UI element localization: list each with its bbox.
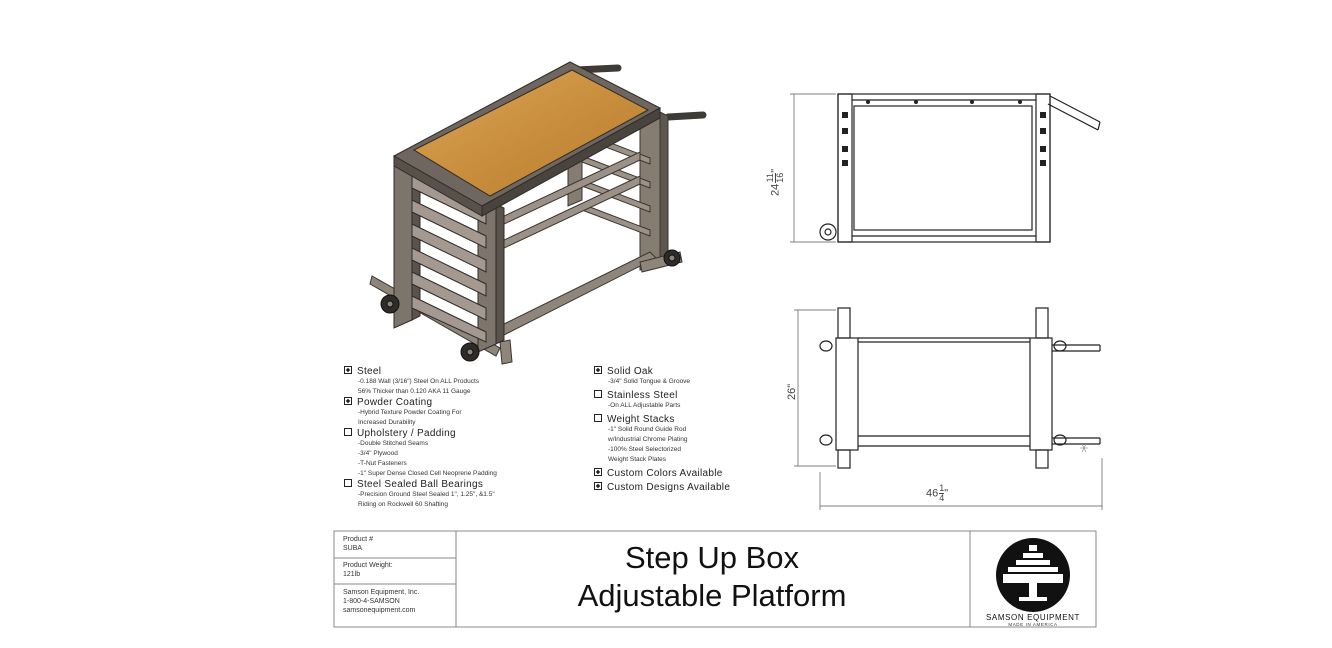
spec-bearings: Steel Sealed Ball Bearings -Precision Gr… [344,479,497,510]
drawing-title-line-1: Step Up Box [624,540,800,575]
spec-list-right: Solid Oak -3/4" Solid Tongue & Groove St… [594,366,730,493]
spec-title: Custom Designs Available [607,482,731,493]
spec-title: Solid Oak [607,366,654,377]
spec-line: -Hybrid Texture Powder Coating For [358,409,462,416]
spec-title: Stainless Steel [607,390,678,401]
logo-tagline: MADE IN AMERICA [1008,622,1058,627]
dim-whole: 46 [926,487,939,500]
wheel [380,249,681,362]
checkbox-empty-icon [594,414,602,422]
spec-title: Steel [357,366,382,377]
product-weight-label: Product Weight: [343,562,393,569]
spec-line: -3/4" Plywood [358,450,398,457]
spec-line: 56% Thicker than 0.120 AKA 11 Gauge [358,388,471,395]
check-icon [594,468,602,476]
spec-custom-designs: Custom Designs Available [594,482,730,493]
spec-line: -3/4" Solid Tongue & Groove [608,378,691,385]
spec-line: w/Industrial Chrome Plating [608,436,688,443]
check-icon [594,366,602,374]
check-icon [344,366,352,374]
spec-title: Upholstery / Padding [357,428,456,439]
product-number-cell: Product # SUBA [343,535,373,553]
spec-title: Powder Coating [357,397,433,408]
product-weight-value: 121lb [343,571,361,578]
company-cell: Samson Equipment, Inc. 1-800-4-SAMSON sa… [343,588,419,615]
spec-powder-coating: Powder Coating -Hybrid Texture Powder Co… [344,397,497,428]
spec-upholstery: Upholstery / Padding -Double Stitched Se… [344,428,497,479]
spec-line: Increased Durability [358,419,416,426]
spec-line: -1" Solid Round Guide Rod [608,426,687,433]
spec-line: -100% Steel Selectorized [608,446,681,453]
spec-line: -T-Nut Fasteners [358,460,407,467]
oak-top [412,69,650,197]
spec-solid-oak: Solid Oak -3/4" Solid Tongue & Groove [594,366,730,387]
spec-title: Custom Colors Available [607,468,723,479]
spec-stainless-steel: Stainless Steel -On ALL Adjustable Parts [594,390,730,411]
spec-line: Riding on Rockwell 60 Shafting [358,501,448,508]
product-weight-cell: Product Weight: 121lb [343,561,393,579]
checkbox-empty-icon [344,479,352,487]
dim-denominator: 4 [939,493,945,503]
spec-title: Steel Sealed Ball Bearings [357,479,484,490]
right-side-slots [499,131,651,251]
spec-line: -Precision Ground Steel Sealed 1", 1.25"… [358,491,495,498]
checkbox-empty-icon [344,428,352,436]
spec-weight-stacks: Weight Stacks -1" Solid Round Guide Rod … [594,414,730,465]
left-side-slats [411,175,487,343]
dim-numerator: 1 [939,483,945,494]
spec-steel: Steel -0.188 Wall (3/16") Steel On ALL P… [344,366,497,397]
product-number-label: Product # [343,536,373,543]
spec-line: -Double Stitched Seams [358,440,429,447]
spec-line: -1" Super Dense Closed Cell Neoprene Pad… [358,470,497,477]
drawing-title-line-2: Adjustable Platform [577,578,847,613]
product-number-value: SUBA [343,545,363,552]
check-icon [594,482,602,490]
spec-title: Weight Stacks [607,414,675,425]
spec-line: -On ALL Adjustable Parts [608,402,681,409]
company-name: Samson Equipment, Inc. [343,589,420,596]
company-website: samsonequipment.com [343,607,416,614]
spec-line: -0.188 Wall (3/16") Steel On ALL Product… [358,378,480,385]
spec-line: Weight Stack Plates [608,456,667,463]
company-phone: 1-800-4-SAMSON [343,598,400,605]
barbell-plate-stack-icon [996,538,1070,612]
checkbox-empty-icon [594,390,602,398]
logo-name: SAMSON EQUIPMENT [985,613,1081,622]
spec-list-left: Steel -0.188 Wall (3/16") Steel On ALL P… [344,366,497,510]
check-icon [344,397,352,405]
spec-custom-colors: Custom Colors Available [594,468,730,479]
dim-unit: " [944,487,949,500]
